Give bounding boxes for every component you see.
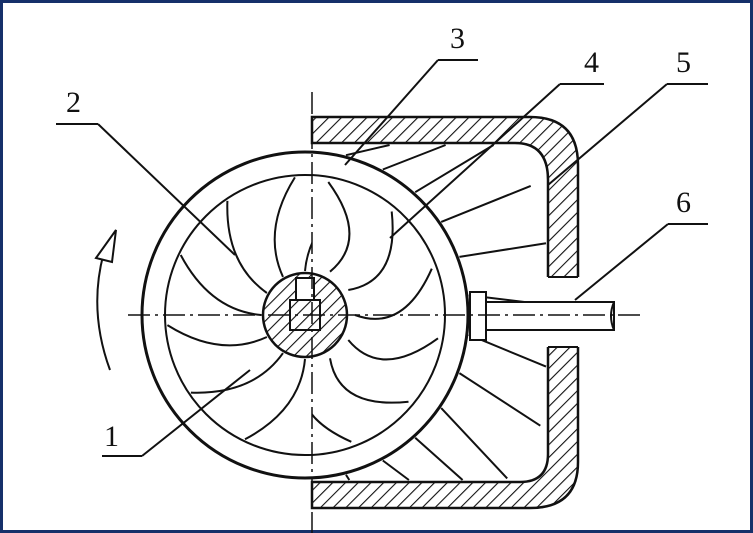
label-3: 3 xyxy=(450,22,465,55)
leader-lines xyxy=(56,59,708,457)
impeller-blade xyxy=(179,254,262,316)
impeller-blade xyxy=(166,324,268,347)
label-5: 5 xyxy=(676,46,691,79)
impeller-blade xyxy=(190,352,284,394)
housing-inner-top xyxy=(312,142,549,181)
impeller-blade xyxy=(304,241,312,272)
label-6: 6 xyxy=(676,186,691,219)
right-vane xyxy=(261,358,282,448)
outer-blade xyxy=(414,437,464,481)
right-vane xyxy=(312,412,352,443)
outer-blade xyxy=(414,144,495,194)
label-4: 4 xyxy=(584,46,599,79)
outer-blade xyxy=(459,242,547,258)
right-vane xyxy=(348,211,394,291)
outer-blade xyxy=(345,144,390,157)
rotation-arrow xyxy=(94,229,117,371)
outer-blade xyxy=(440,407,508,480)
right-vane xyxy=(347,337,439,361)
label-2: 2 xyxy=(66,86,81,119)
right-vane xyxy=(327,181,351,273)
outer-blade xyxy=(345,474,351,481)
outer-blade xyxy=(458,372,541,427)
impeller-blade xyxy=(244,358,306,441)
impeller-blade xyxy=(343,337,383,429)
right-vane xyxy=(329,358,409,404)
impeller-blades xyxy=(166,176,429,441)
outer-blades xyxy=(345,144,547,481)
outer-blade xyxy=(440,184,532,223)
impeller-blade xyxy=(226,200,268,294)
right-vane xyxy=(172,271,262,292)
outer-blade xyxy=(382,144,446,171)
right-vanes xyxy=(172,181,439,448)
label-1: 1 xyxy=(104,420,119,453)
shaft xyxy=(469,291,615,341)
impeller-blade xyxy=(273,176,296,278)
outer-blade xyxy=(382,459,410,481)
impeller-blade xyxy=(327,237,419,277)
right-vane xyxy=(354,268,433,320)
impeller-blade xyxy=(349,315,429,375)
